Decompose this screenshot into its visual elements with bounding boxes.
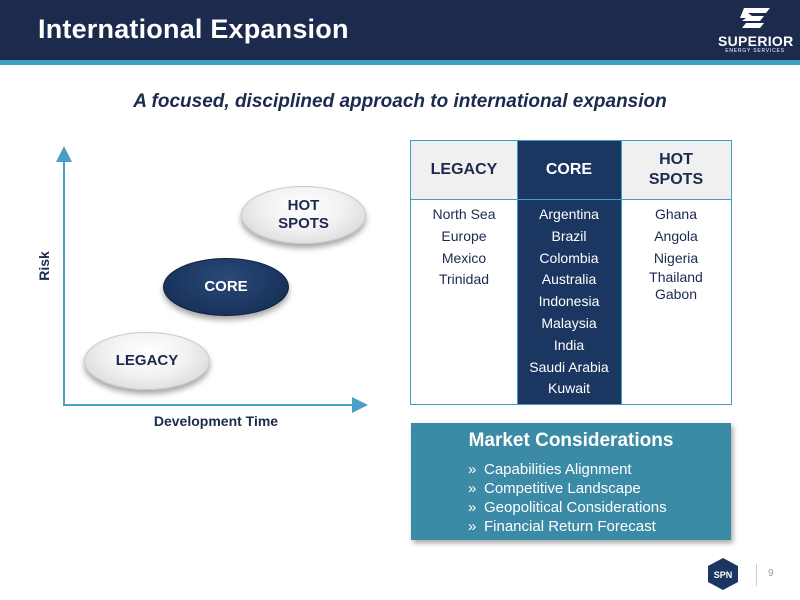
- hot-spots-column-header-text: HOT SPOTS: [648, 151, 704, 188]
- header-accent-stripe: [0, 60, 800, 65]
- list-item: Nigeria: [653, 249, 699, 266]
- legacy-country-list: North Sea Europe Mexico Trinidad: [411, 199, 517, 291]
- hot-spots-column-header: HOT SPOTS: [621, 141, 731, 199]
- list-item: Gabon: [654, 286, 698, 303]
- core-country-list: Argentina Brazil Colombia Australia Indo…: [517, 199, 621, 400]
- list-item: Argentina: [539, 206, 599, 222]
- market-considerations-title: Market Considerations: [468, 430, 674, 451]
- header-divider: [411, 199, 731, 200]
- list-item-text: Geopolitical Considerations: [484, 499, 667, 516]
- bullet-icon: »: [468, 518, 477, 535]
- bullet-icon: »: [468, 480, 477, 497]
- list-item: » Geopolitical Considerations: [468, 498, 667, 517]
- list-item: » Competitive Landscape: [468, 479, 667, 498]
- core-bubble-label: CORE: [204, 278, 248, 295]
- column-divider: [517, 141, 518, 404]
- spn-badge-icon: SPN: [708, 558, 738, 590]
- list-item: » Capabilities Alignment: [468, 460, 667, 479]
- hot-spots-country-list: Ghana Angola Nigeria Thailand Gabon: [621, 199, 731, 303]
- risk-development-diagram: Risk Development Time HOT SPOTS CORE LEG…: [0, 140, 390, 440]
- spn-badge-text: SPN: [714, 570, 733, 580]
- list-item: » Financial Return Forecast: [468, 517, 667, 536]
- bullet-icon: »: [468, 499, 477, 516]
- core-column-header: CORE: [517, 141, 621, 199]
- list-item: Mexico: [441, 249, 487, 266]
- list-item: North Sea: [432, 206, 496, 222]
- diagram-axes: [56, 146, 368, 413]
- list-item: Australia: [541, 271, 597, 288]
- column-divider: [621, 141, 622, 404]
- bullet-icon: »: [468, 461, 477, 478]
- market-considerations-list: » Capabilities Alignment » Competitive Lan…: [468, 460, 667, 536]
- list-item: Indonesia: [538, 293, 600, 310]
- slide-subtitle: A focused, disciplined approach to inter…: [133, 91, 667, 112]
- list-item: Malaysia: [541, 314, 597, 331]
- list-item: Colombia: [539, 249, 599, 266]
- legacy-bubble-label: LEGACY: [115, 352, 179, 369]
- list-item: Angola: [654, 227, 698, 244]
- hot-spots-bubble: HOT SPOTS: [241, 186, 366, 244]
- market-considerations-box: Market Considerations » Capabilities Alig…: [411, 423, 731, 540]
- list-item: Europe: [441, 227, 487, 244]
- superior-logo-icon: [740, 8, 770, 28]
- market-categories-table: LEGACY North Sea Europe Mexico Trinidad …: [410, 140, 732, 405]
- core-bubble: CORE: [163, 258, 289, 316]
- hot-spots-column: HOT SPOTS Ghana Angola Nigeria Thailand …: [621, 141, 731, 404]
- list-item: Trinidad: [438, 271, 490, 288]
- footer-divider: [756, 564, 757, 586]
- list-item: India: [553, 336, 585, 353]
- page-title: International Expansion: [38, 14, 349, 44]
- logo-subtitle: ENERGY SERVICES: [725, 48, 785, 54]
- page-number: 9: [768, 568, 774, 579]
- list-item-text: Financial Return Forecast: [484, 518, 656, 535]
- y-axis-label: Risk: [36, 251, 52, 281]
- legacy-column: LEGACY North Sea Europe Mexico Trinidad: [411, 141, 517, 404]
- legacy-bubble: LEGACY: [84, 332, 210, 390]
- x-axis-label: Development Time: [153, 413, 279, 429]
- logo-wordmark: SUPERIOR: [718, 33, 794, 49]
- list-item: Kuwait: [547, 380, 591, 397]
- list-item: Thailand: [649, 269, 703, 286]
- legacy-column-header: LEGACY: [411, 141, 517, 199]
- core-column: CORE Argentina Brazil Colombia Australia…: [517, 141, 621, 404]
- list-item: Saudi Arabia: [529, 358, 609, 375]
- list-item-text: Capabilities Alignment: [484, 461, 632, 478]
- hot-spots-bubble-label: HOT SPOTS: [278, 197, 329, 232]
- list-item: Ghana: [654, 206, 698, 222]
- list-item: Brazil: [551, 227, 587, 244]
- header-bar: [0, 0, 800, 60]
- superior-logo: SUPERIOR ENERGY SERVICES: [718, 8, 794, 54]
- list-item-text: Competitive Landscape: [484, 480, 641, 497]
